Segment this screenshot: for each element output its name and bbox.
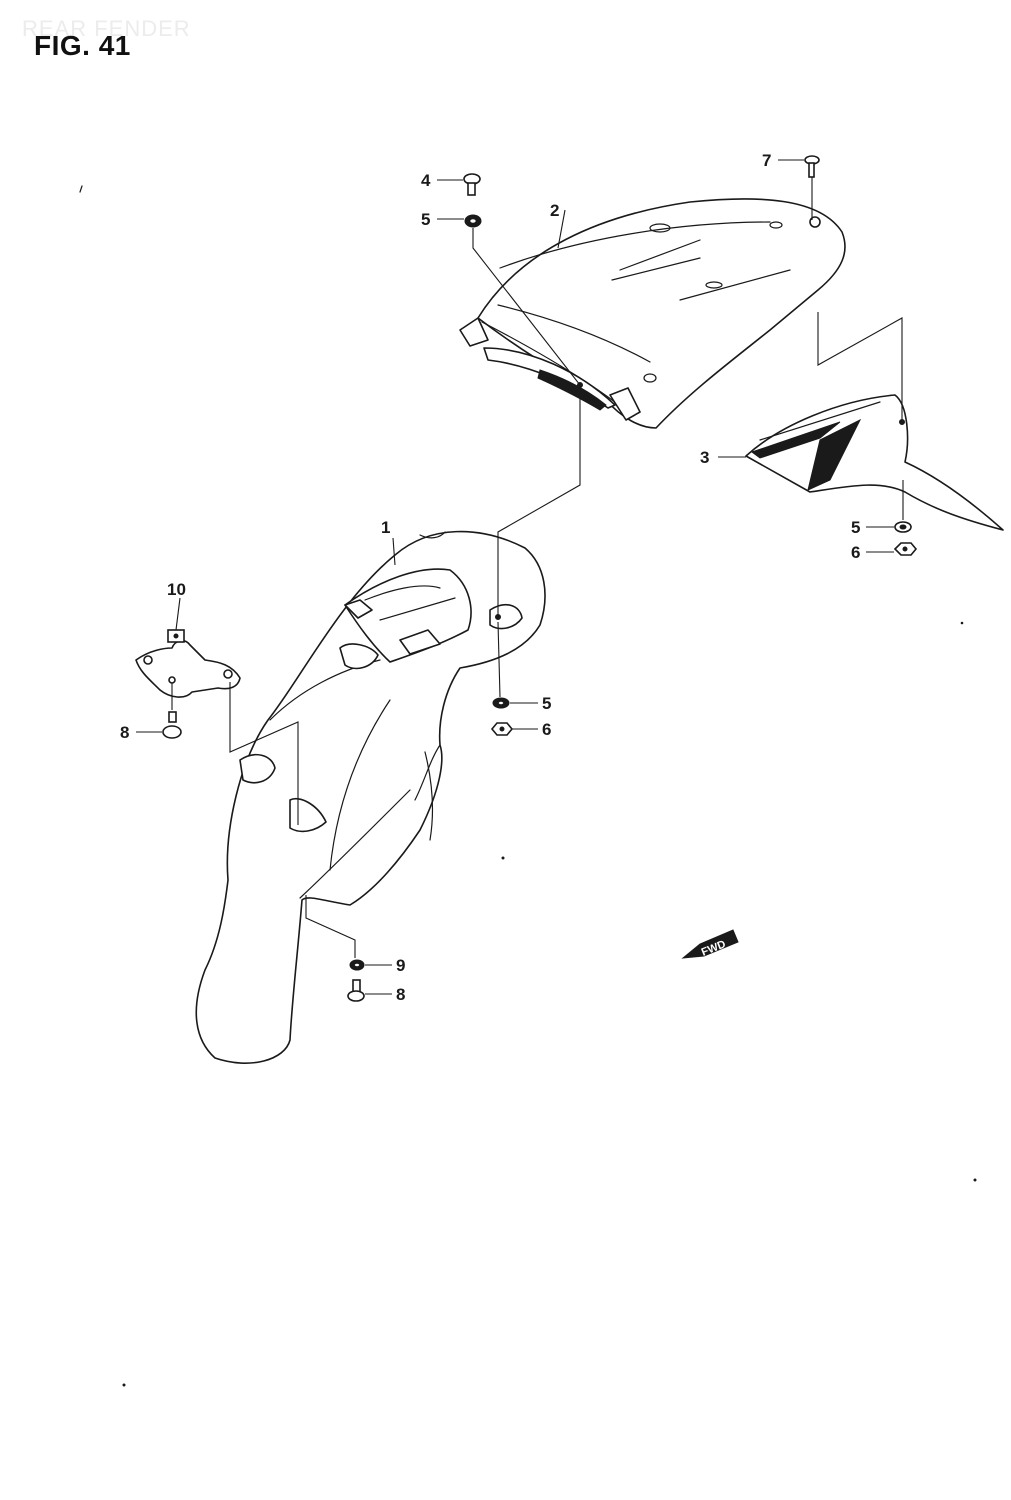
callout-9: 9: [396, 956, 405, 975]
part-10-bracket: [135, 629, 241, 698]
scan-specks: [79, 185, 977, 1387]
fwd-label: FWD: [700, 938, 728, 959]
leader-lines: [136, 159, 904, 995]
callout-8-lower: 8: [396, 985, 405, 1004]
callout-numbers: 4 5 2 7 3 1 10 5 6 5 6 8 9 8: [120, 151, 860, 1004]
callout-5-top: 5: [421, 210, 430, 229]
callout-10: 10: [167, 580, 186, 599]
callout-4: 4: [421, 171, 431, 190]
callout-2: 2: [550, 201, 559, 220]
callout-6-middle: 6: [542, 720, 551, 739]
part-1-rear-fender: [195, 530, 546, 1064]
callout-6-right: 6: [851, 543, 860, 562]
callout-8-left: 8: [120, 723, 129, 742]
callout-5-middle: 5: [542, 694, 551, 713]
forward-direction-arrow: FWD: [681, 929, 739, 959]
part-2-tail-cowl: [459, 198, 846, 429]
callout-5-right: 5: [851, 518, 860, 537]
hardware: [162, 155, 918, 1002]
callout-1: 1: [381, 518, 390, 537]
figure-title: FIG. 41: [34, 30, 131, 61]
callout-7: 7: [762, 151, 771, 170]
part-3-mud-flap: [745, 394, 1004, 531]
callout-3: 3: [700, 448, 709, 467]
watermark: REAR FENDER: [22, 16, 191, 41]
